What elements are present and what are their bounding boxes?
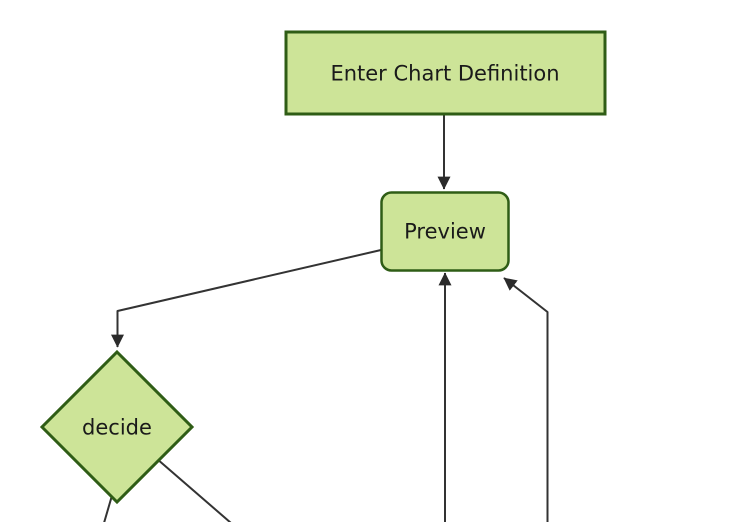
edge-layer bbox=[103, 114, 549, 522]
node-enter-chart-definition-box bbox=[284, 30, 607, 116]
node-decide-diamond bbox=[39, 349, 195, 505]
edge-decide-to-offscreen-bottom-right bbox=[148, 451, 232, 522]
node-enter-chart-definition: Enter Chart Definition bbox=[284, 30, 607, 116]
node-decide: decide bbox=[39, 349, 195, 505]
node-enter-chart-definition-label: Enter Chart Definition bbox=[330, 62, 559, 86]
node-layer: Enter Chart Definition Preview decide bbox=[39, 30, 607, 505]
node-preview: Preview bbox=[380, 191, 510, 272]
node-preview-label: Preview bbox=[404, 220, 486, 244]
node-decide-label: decide bbox=[82, 416, 152, 440]
node-preview-box bbox=[380, 191, 510, 272]
edge-offscreen-bottom-right-to-preview bbox=[503, 277, 549, 522]
edge-preview-to-decide bbox=[111, 249, 382, 348]
